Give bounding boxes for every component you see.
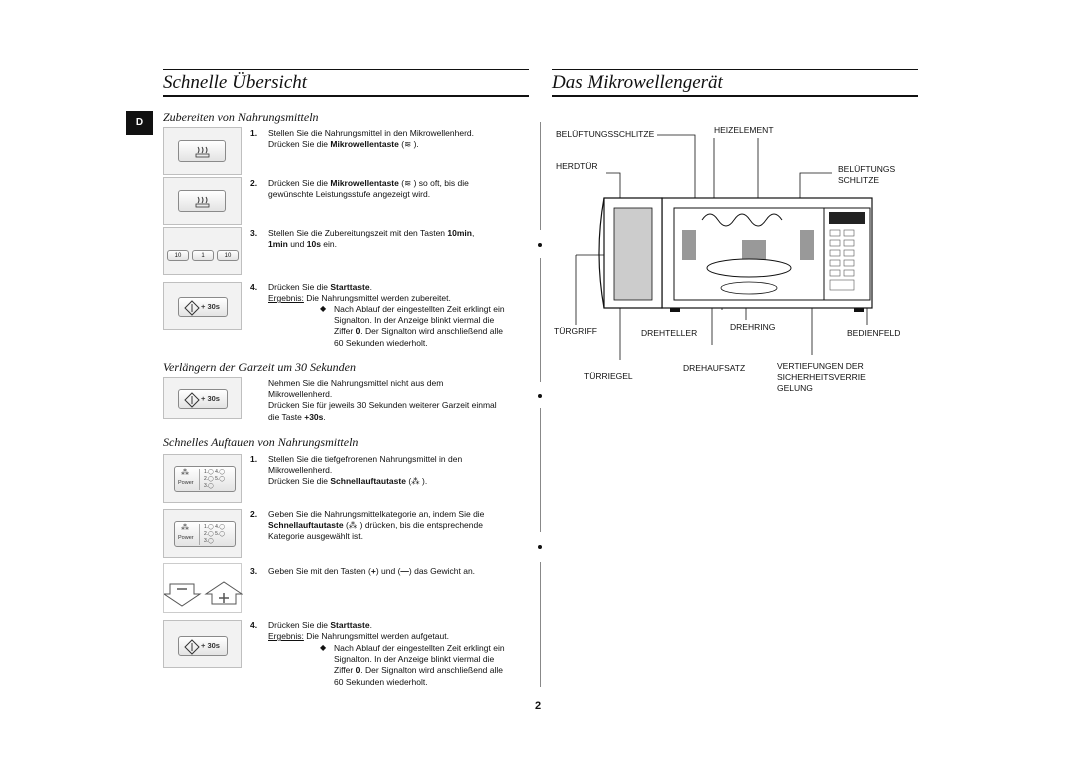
defrost-step1-text: Stellen Sie die tiefgefrorenen Nahrungsm… (268, 454, 463, 487)
step3-panel: 10 1 10 (163, 227, 242, 275)
microwave-wave-icon (195, 146, 210, 158)
step2-text: Drücken Sie die Mikrowellentaste (≋ ) so… (268, 178, 469, 200)
plus-inline-icon: + (370, 566, 376, 576)
step1-number: 1. (250, 128, 258, 138)
snowflake-inline-icon: ⁂ (348, 520, 358, 531)
left-title-rule (163, 95, 529, 97)
start-button-2[interactable]: + 30s (178, 636, 228, 656)
right-title-rule (552, 95, 918, 97)
label-gelung: GELUNG (777, 383, 813, 393)
page-number: 2 (535, 700, 542, 712)
minus-inline-icon: — (400, 566, 409, 576)
step2-number: 2. (250, 178, 258, 188)
divider-dot (538, 394, 542, 398)
extend-panel: + 30s (163, 377, 242, 419)
step1-panel (163, 127, 242, 175)
label-vertiefungen: VERTIEFUNGEN DER (777, 361, 864, 371)
defrost-step4-number: 4. (250, 620, 258, 630)
defrost-step1-number: 1. (250, 454, 258, 464)
bullet-diamond: ◆ (320, 304, 327, 313)
label-bedienfeld: BEDIENFELD (847, 328, 901, 338)
label-belueftungsschlitze: BELÜFTUNGSSCHLITZE (556, 129, 655, 139)
label-drehteller: DREHTELLER (641, 328, 698, 338)
section-heading-cooking: Zubereiten von Nahrungsmitteln (163, 110, 319, 124)
divider-line (540, 408, 541, 532)
label-sicherheitsverrie: SICHERHEITSVERRIE (777, 372, 866, 382)
label-belueftungs: BELÜFTUNGS (838, 164, 896, 174)
defrost-step4-note: Nach Ablauf der eingestellten Zeit erkli… (334, 643, 505, 687)
power-defrost-button-2[interactable]: ⁂ Power 1.◯ 4.◯2.◯ 5.◯3.◯ (174, 521, 236, 547)
section-heading-extend: Verlängern der Garzeit um 30 Sekunden (163, 360, 356, 374)
left-title: Schnelle Übersicht (163, 72, 308, 93)
step4-note: Nach Ablauf der eingestellten Zeit erkli… (334, 304, 505, 348)
start-diamond-icon (184, 392, 200, 408)
step1-text: Stellen Sie die Nahrungsmittel in den Mi… (268, 128, 474, 150)
divider-line (540, 562, 541, 687)
microwave-button[interactable] (178, 140, 226, 162)
weight-arrows-icon (162, 581, 244, 607)
plus30s-button[interactable]: + 30s (178, 389, 228, 409)
defrost-step4-panel: + 30s (163, 620, 242, 668)
snowflake-inline-icon: ⁂ (411, 476, 420, 487)
start-button[interactable]: + 30s (178, 297, 228, 317)
defrost-step2-number: 2. (250, 509, 258, 519)
label-drehring: DREHRING (730, 322, 776, 332)
label-heizelement: HEIZELEMENT (714, 125, 774, 135)
extend-text: Nehmen Sie die Nahrungsmittel nicht aus … (268, 378, 497, 422)
divider-dot (538, 545, 542, 549)
defrost-step3-number: 3. (250, 566, 258, 576)
step3-text: Stellen Sie die Zubereitungszeit mit den… (268, 228, 475, 250)
divider-line (540, 258, 541, 382)
power-defrost-button[interactable]: ⁂ Power 1.◯ 4.◯2.◯ 5.◯3.◯ (174, 466, 236, 492)
microwave-wave-icon (195, 196, 210, 208)
step3-number: 3. (250, 228, 258, 238)
defrost-step1-panel: ⁂ Power 1.◯ 4.◯2.◯ 5.◯3.◯ (163, 454, 242, 503)
microwave-diagram (575, 134, 873, 360)
defrost-step4-text: Drücken Sie die Starttaste. Ergebnis: Di… (268, 620, 449, 642)
label-tuergriff: TÜRGRIFF (554, 326, 597, 336)
snowflake-icon: ⁂ (181, 468, 189, 477)
right-title-rule-top (552, 69, 918, 70)
section-heading-defrost: Schnelles Auftauen von Nahrungsmitteln (163, 435, 359, 449)
button-10min[interactable]: 10 (167, 250, 189, 261)
left-title-rule-top (163, 69, 529, 70)
divider-dot (538, 243, 542, 247)
defrost-step3-panel (162, 563, 244, 613)
microwave-inline-icon: ≋ (404, 178, 412, 188)
defrost-step2-text: Geben Sie die Nahrungsmittelkategorie an… (268, 509, 485, 542)
label-herdtuer: HERDTÜR (556, 161, 598, 171)
right-title: Das Mikrowellengerät (552, 72, 723, 93)
step4-text: Drücken Sie die Starttaste. Ergebnis: Di… (268, 282, 451, 304)
start-diamond-icon (184, 639, 200, 655)
snowflake-icon: ⁂ (181, 523, 189, 532)
language-tab: D (126, 111, 153, 135)
defrost-step2-panel: ⁂ Power 1.◯ 4.◯2.◯ 5.◯3.◯ (163, 509, 242, 558)
microwave-inline-icon: ≋ (404, 139, 412, 150)
start-diamond-icon (184, 300, 200, 316)
label-drehaufsatz: DREHAUFSATZ (683, 363, 746, 373)
microwave-button-2[interactable] (178, 190, 226, 212)
bullet-diamond: ◆ (320, 643, 327, 652)
step4-number: 4. (250, 282, 258, 292)
label-tuerriegel: TÜRRIEGEL (584, 371, 633, 381)
label-schlitze: SCHLITZE (838, 175, 880, 185)
defrost-step3-text: Geben Sie mit den Tasten (+) und (—) das… (268, 566, 476, 576)
step2-panel (163, 177, 242, 225)
button-10s[interactable]: 10 (217, 250, 239, 261)
button-1min[interactable]: 1 (192, 250, 214, 261)
step4-panel: + 30s (163, 282, 242, 330)
divider-line (540, 122, 541, 230)
